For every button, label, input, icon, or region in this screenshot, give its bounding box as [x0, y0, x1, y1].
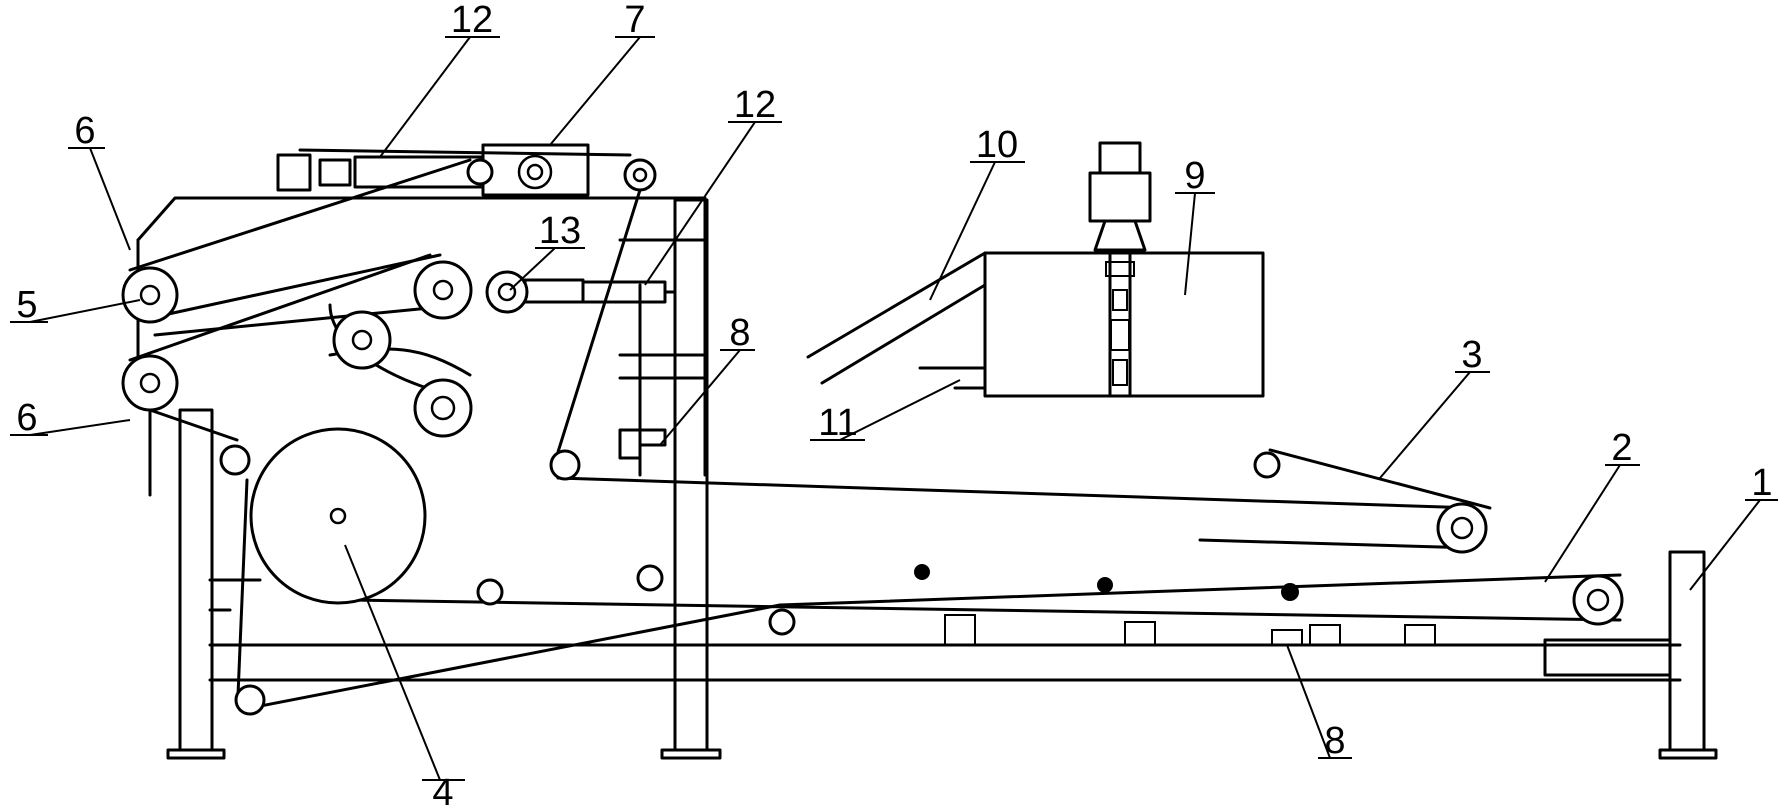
- label-8-upper: 8: [729, 312, 750, 354]
- feed-device: [806, 141, 1265, 398]
- label-12-top: 12: [451, 0, 493, 41]
- leader-lines: [10, 36, 1778, 781]
- label-13: 13: [539, 210, 581, 252]
- label-6-top: 6: [74, 110, 95, 152]
- label-11: 11: [818, 402, 857, 444]
- part-labels: 12 7 6 5 6 12 13 8 10 9 11 3 2 1 4 8: [16, 0, 1772, 807]
- label-6-bottom: 6: [16, 397, 37, 439]
- label-3: 3: [1461, 334, 1482, 376]
- label-1: 1: [1751, 462, 1772, 504]
- label-7: 7: [624, 0, 645, 41]
- label-4: 4: [432, 772, 453, 807]
- end-post: [1668, 550, 1706, 752]
- label-10: 10: [976, 124, 1018, 166]
- machine-frame: [136, 196, 1718, 760]
- label-5: 5: [16, 284, 37, 326]
- rollers: [121, 158, 1624, 716]
- label-9: 9: [1184, 155, 1205, 197]
- label-8-lower: 8: [1324, 720, 1345, 762]
- label-2: 2: [1611, 427, 1632, 469]
- label-12-right: 12: [734, 84, 776, 126]
